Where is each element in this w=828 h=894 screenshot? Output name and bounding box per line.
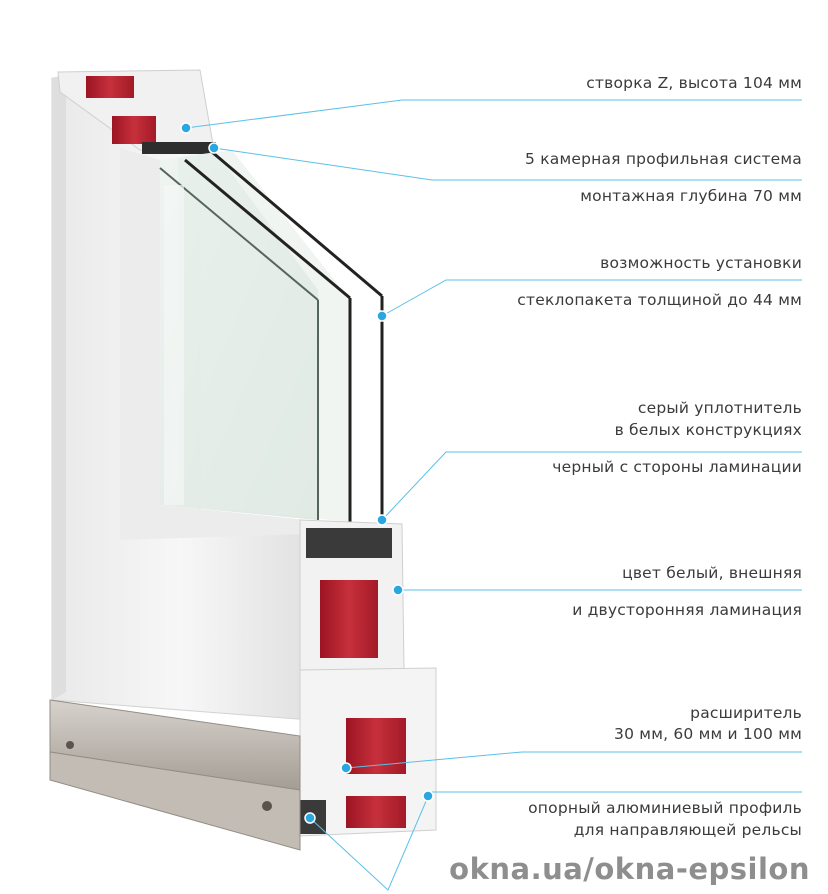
- glass-unit: [159, 150, 384, 524]
- label-rail-line2: для направляющей рельсы: [573, 821, 802, 839]
- leader-seal: [381, 451, 802, 521]
- label-install-line1: возможность установки: [600, 254, 802, 272]
- marker-rail: [304, 812, 316, 824]
- leader-expander: [345, 751, 802, 769]
- aluminium-rail: [49, 699, 301, 851]
- label-profile-system: 5 камерная профильная система: [525, 150, 802, 168]
- label-color-line2: и двусторонняя ламинация: [572, 601, 802, 619]
- marker-sash: [180, 122, 192, 134]
- marker-glass-thickness: [376, 310, 388, 322]
- label-expander-line1: расширитель: [690, 704, 802, 722]
- marker-dots: [180, 122, 434, 824]
- label-seal-line3: черный с стороны ламинации: [552, 458, 802, 476]
- marker-profile-system: [208, 142, 220, 154]
- watermark: okna.ua/okna-epsilon: [449, 852, 810, 886]
- leader-profile-system: [213, 147, 802, 181]
- label-seal-line1: серый уплотнитель: [637, 399, 802, 417]
- label-expander-line2: 30 мм, 60 мм и 100 мм: [614, 725, 802, 743]
- label-install-line2: стеклопакета толщиной до 44 мм: [517, 291, 802, 309]
- leader-sash: [185, 99, 802, 129]
- label-seal-line2: в белых конструкциях: [614, 421, 802, 439]
- label-mount-depth: монтажная глубина 70 мм: [580, 187, 802, 205]
- bottom-profile-section: [292, 519, 437, 837]
- leader-glass-thickness: [381, 279, 802, 317]
- label-color-line1: цвет белый, внешняя: [622, 564, 802, 582]
- marker-rail-2: [422, 790, 434, 802]
- label-rail-line1: опорный алюминиевый профиль: [528, 799, 802, 817]
- leader-lines: [185, 99, 802, 891]
- marker-color: [392, 584, 404, 596]
- top-profile-section: [57, 69, 216, 154]
- marker-seal: [376, 514, 388, 526]
- leader-rail: [309, 791, 802, 891]
- label-sash: створка Z, высота 104 мм: [586, 74, 802, 92]
- marker-expander: [340, 762, 352, 774]
